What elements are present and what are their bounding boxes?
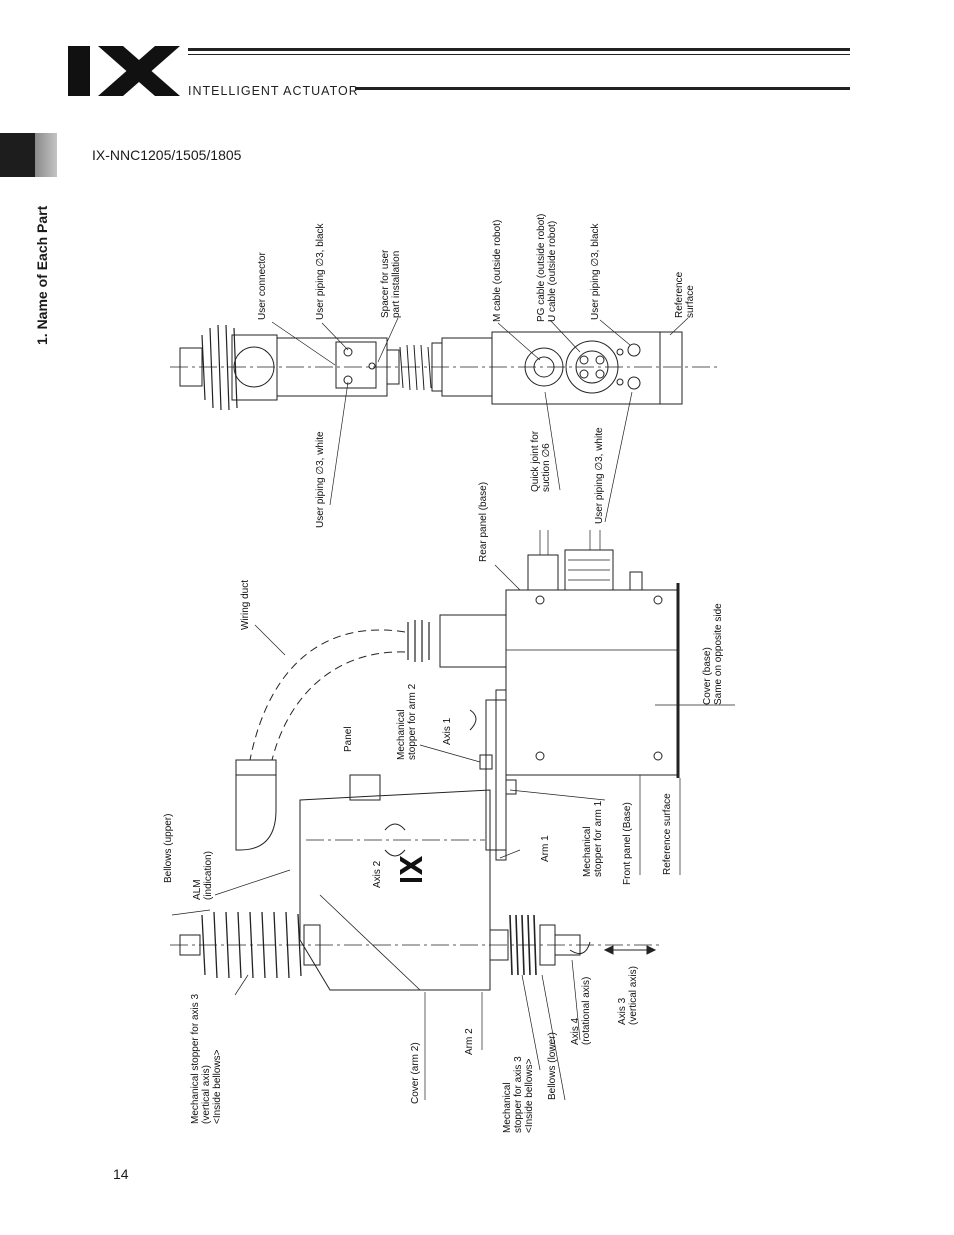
label-user-piping-white-right: User piping ∅3, white <box>594 427 605 524</box>
label-panel: Panel <box>343 726 354 752</box>
label-arm1: Arm 1 <box>540 835 551 862</box>
label-axis2: Axis 2 <box>372 860 383 888</box>
label-reference-surface-top: Reference surface <box>674 271 696 318</box>
label-user-piping-white-top: User piping ∅3, white <box>315 431 326 528</box>
top-view <box>170 324 720 411</box>
header-rule-top <box>188 48 850 51</box>
header-rule-mid <box>188 54 850 55</box>
label-bellows-upper: Bellows (upper) <box>163 813 174 883</box>
label-front-panel: Front panel (Base) <box>622 802 633 885</box>
label-rear-panel: Rear panel (base) <box>478 481 489 562</box>
label-mech-stopper-axis3: Mechanical stopper for axis 3 (vertical … <box>190 993 223 1124</box>
label-m-cable: M cable (outside robot) <box>492 219 503 322</box>
label-mech-stopper-arm1: Mechanical stopper for arm 1 <box>582 800 604 877</box>
label-mech-stopper-axis3-lower: Mechanical stopper for axis 3 <Inside be… <box>502 1056 535 1133</box>
header-rule-bottom <box>355 87 850 90</box>
label-axis4: Axis 4 (rotational axis) <box>570 976 592 1045</box>
label-reference-surface: Reference surface <box>662 793 673 875</box>
label-axis3: Axis 3 (vertical axis) <box>617 966 639 1025</box>
section-tab-dark <box>0 133 35 177</box>
label-user-piping-black-top: User piping ∅3, black <box>315 223 326 320</box>
label-pg-u-cable: PG cable (outside robot) U cable (outsid… <box>536 213 558 322</box>
label-arm2: Arm 2 <box>464 1028 475 1055</box>
label-user-piping-black-right: User piping ∅3, black <box>590 223 601 320</box>
page-number: 14 <box>113 1166 129 1182</box>
label-cover-arm2: Cover (arm 2) <box>410 1042 421 1104</box>
section-tab-grey <box>35 133 57 177</box>
ix-logo <box>68 46 180 96</box>
side-view <box>170 530 680 991</box>
label-cover-base: Cover (base) Same on opposite side <box>702 603 724 705</box>
label-quick-joint: Quick joint for suction ∅6 <box>530 430 552 492</box>
brand-text: INTELLIGENT ACTUATOR <box>188 84 359 98</box>
label-alm: ALM (indication) <box>192 851 214 900</box>
label-wiring-duct: Wiring duct <box>240 579 251 630</box>
label-axis1: Axis 1 <box>442 717 453 745</box>
model-number: IX-NNC1205/1505/1805 <box>92 147 242 163</box>
leader-lines <box>171 317 735 1101</box>
label-bellows-lower: Bellows (lower) <box>547 1032 558 1100</box>
label-mech-stopper-arm2: Mechanical stopper for arm 2 <box>396 683 418 760</box>
label-user-connector: User connector <box>257 252 268 320</box>
label-spacer: Spacer for user part installation <box>380 249 402 318</box>
